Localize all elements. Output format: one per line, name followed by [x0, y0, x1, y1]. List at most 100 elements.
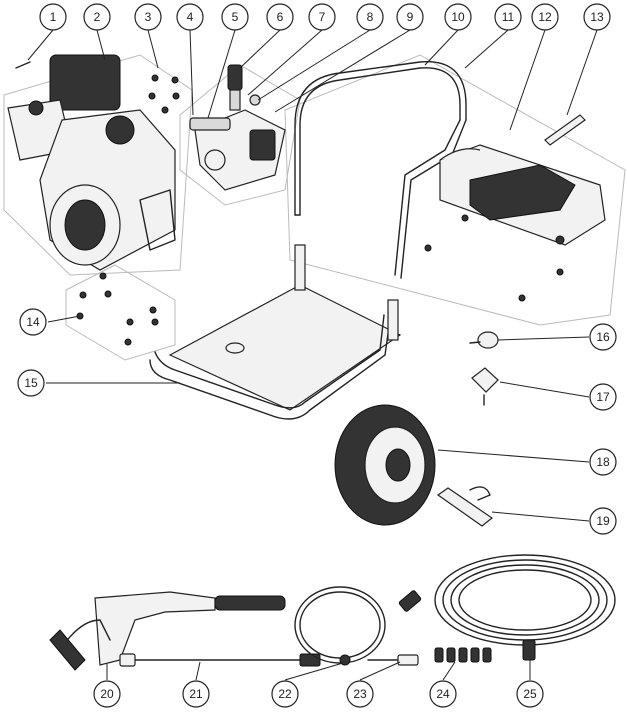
svg-text:10: 10 — [451, 10, 465, 24]
svg-text:24: 24 — [436, 687, 450, 701]
callout-6: 6 — [266, 3, 294, 31]
svg-text:12: 12 — [538, 10, 552, 24]
callout-15: 15 — [17, 369, 45, 397]
frame-rail-inner — [154, 314, 385, 409]
panel-screws — [424, 214, 564, 302]
callout-23: 23 — [346, 680, 374, 708]
svg-text:2: 2 — [94, 10, 101, 24]
control-panel — [439, 144, 606, 246]
gun-inlet — [49, 629, 86, 671]
svg-text:5: 5 — [232, 10, 239, 24]
unloader-valve — [229, 89, 241, 111]
svg-text:16: 16 — [596, 330, 610, 344]
callout-5: 5 — [221, 3, 249, 31]
callout-3: 3 — [134, 3, 162, 31]
engine-side — [139, 189, 176, 251]
callout-16: 16 — [589, 323, 617, 351]
callout-1: 1 — [39, 3, 67, 31]
svg-text:6: 6 — [277, 10, 284, 24]
engine-group-outline — [3, 54, 193, 276]
clip — [471, 367, 499, 406]
hose-large — [398, 554, 616, 661]
callout-21: 21 — [182, 680, 210, 708]
handle-lower — [394, 119, 467, 279]
hose-small — [294, 586, 386, 666]
frame-deck — [168, 284, 402, 411]
knob — [469, 331, 499, 349]
bolt — [161, 106, 169, 114]
svg-text:1: 1 — [50, 10, 57, 24]
svg-text:3: 3 — [145, 10, 152, 24]
air-filter-cover — [49, 54, 121, 111]
extension-wand — [119, 653, 321, 667]
svg-text:23: 23 — [353, 687, 367, 701]
svg-text:13: 13 — [590, 10, 604, 24]
callout-19: 19 — [589, 507, 617, 535]
svg-text:9: 9 — [407, 10, 414, 24]
callout-11: 11 — [494, 3, 522, 31]
svg-text:11: 11 — [502, 10, 515, 24]
callout-10: 10 — [444, 3, 472, 31]
svg-text:8: 8 — [367, 10, 374, 24]
callout-22: 22 — [271, 680, 299, 708]
nozzle-tube — [367, 654, 419, 666]
panel-display — [469, 164, 576, 221]
callout-8: 8 — [356, 3, 384, 31]
callout-14: 14 — [19, 308, 47, 336]
svg-text:17: 17 — [596, 390, 610, 404]
nozzle-set — [434, 647, 492, 663]
callout-24: 24 — [429, 680, 457, 708]
axle — [436, 486, 494, 527]
panel-bracket — [439, 148, 481, 161]
svg-text:14: 14 — [26, 315, 40, 329]
strip-bracket — [544, 114, 586, 146]
bolt — [151, 74, 159, 82]
frame — [149, 244, 402, 420]
svg-text:22: 22 — [278, 687, 292, 701]
svg-text:4: 4 — [187, 10, 194, 24]
bolt — [172, 92, 180, 100]
frame-rail-front — [149, 319, 391, 420]
hardware-set-14 — [76, 272, 159, 346]
handle — [294, 61, 467, 216]
svg-text:21: 21 — [189, 687, 203, 701]
frame-post-right — [387, 299, 399, 341]
gun-wand-grip — [214, 595, 286, 611]
frame-group-outline — [284, 54, 626, 326]
wheel — [334, 404, 436, 526]
svg-text:19: 19 — [596, 514, 610, 528]
callout-9: 9 — [396, 3, 424, 31]
svg-text:18: 18 — [596, 455, 610, 469]
bolts-set-3 — [148, 74, 180, 114]
svg-text:7: 7 — [319, 10, 326, 24]
pump-inlet — [204, 149, 226, 171]
frame-hole — [225, 342, 245, 354]
svg-text:25: 25 — [523, 687, 537, 701]
frame-post-left — [294, 244, 306, 291]
pump-fitting — [249, 94, 261, 106]
callout-18: 18 — [589, 448, 617, 476]
svg-text:20: 20 — [100, 687, 114, 701]
recoil-starter-center — [64, 199, 106, 251]
callout-13: 13 — [583, 3, 611, 31]
callout-7: 7 — [308, 3, 336, 31]
fuel-cap — [28, 100, 44, 116]
leader-lines — [27, 29, 598, 681]
unloader-cap — [227, 64, 243, 91]
bolt — [148, 92, 156, 100]
pump-cover — [249, 129, 276, 161]
callout-4: 4 — [176, 3, 204, 31]
oil-cap — [105, 115, 135, 145]
gun-body — [94, 591, 216, 666]
panel-knob — [555, 235, 565, 245]
pump-manifold — [189, 117, 231, 131]
callout-17: 17 — [589, 383, 617, 411]
hardware-group-outline — [65, 264, 176, 361]
svg-text:15: 15 — [24, 376, 38, 390]
callout-2: 2 — [83, 3, 111, 31]
callout-20: 20 — [93, 680, 121, 708]
spray-gun — [49, 591, 286, 671]
bolt — [171, 76, 179, 84]
